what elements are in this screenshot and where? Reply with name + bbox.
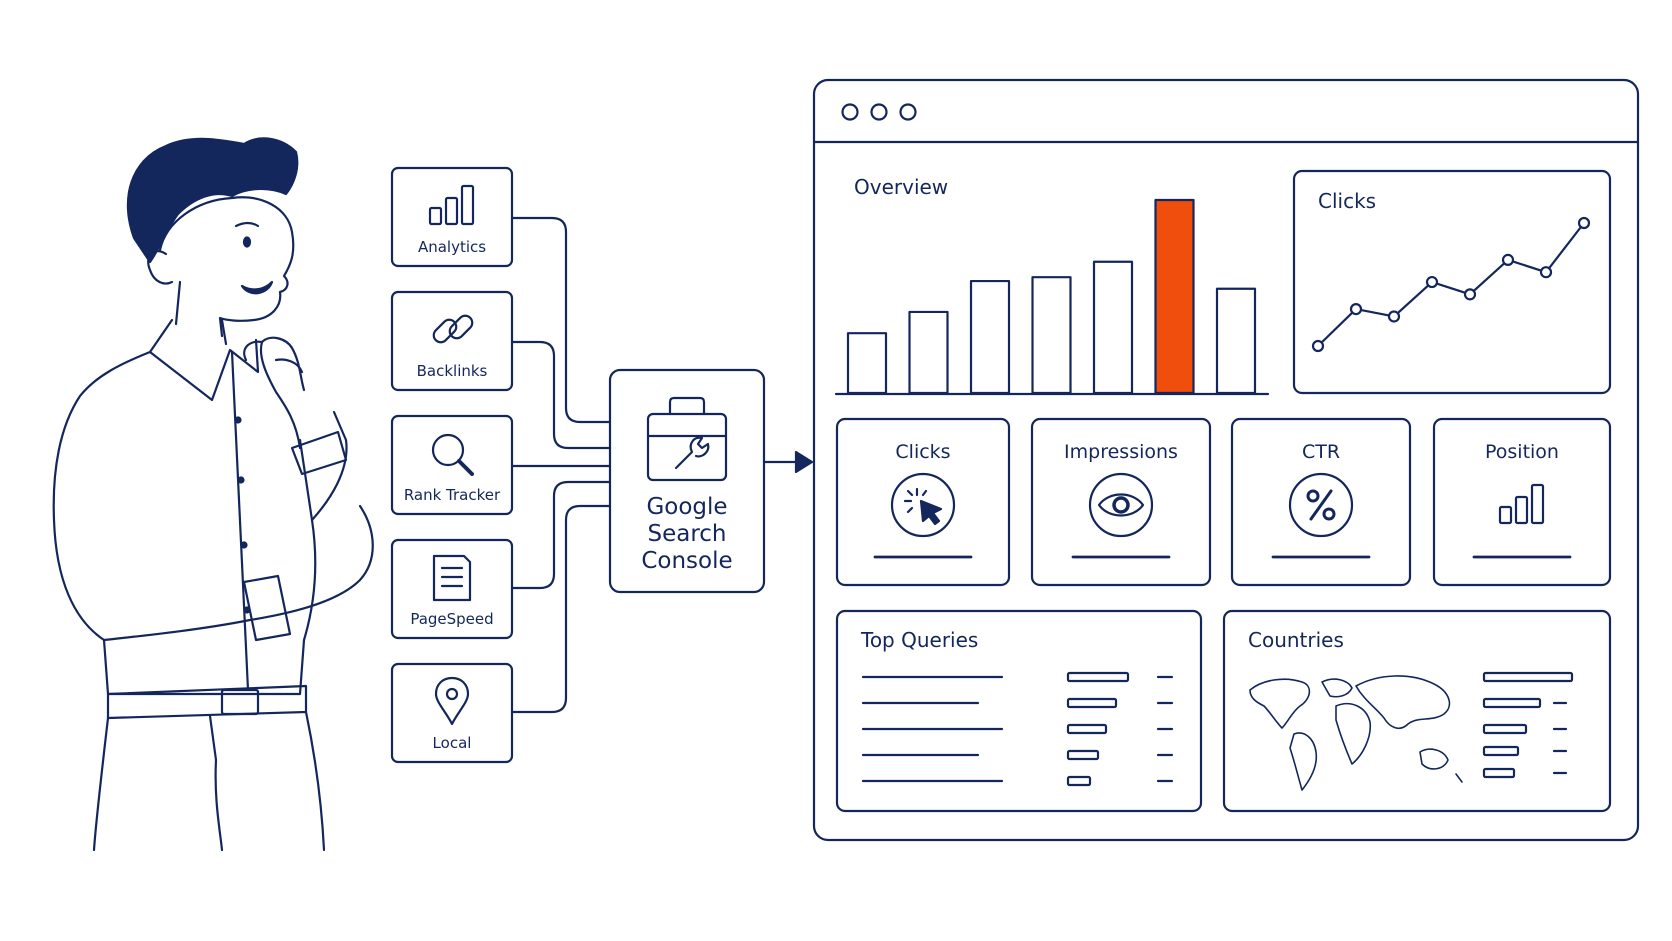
metric-cards: Clicks Impressions CTR Position: [835, 417, 1612, 587]
map-pin-icon: [434, 676, 470, 726]
overview-bar[interactable]: [1031, 276, 1072, 395]
gsc-title-line-1: Google: [646, 494, 727, 520]
metric-label: Impressions: [1064, 441, 1178, 463]
clicks-line-point[interactable]: [1463, 288, 1477, 301]
clicks-line-point[interactable]: [1349, 303, 1363, 316]
person-shirt: [52, 350, 317, 696]
clicks-line-point[interactable]: [1577, 216, 1591, 230]
metric-card-clicks[interactable]: Clicks: [835, 417, 1011, 587]
clicks-chart-title: Clicks: [1318, 189, 1376, 213]
clicks-line-chart: [1311, 216, 1591, 353]
clicks-line-point[interactable]: [1311, 339, 1325, 353]
overview-bar[interactable]: [1092, 260, 1134, 395]
overview-bar-chart: [846, 198, 1257, 395]
overview-bar[interactable]: [846, 332, 888, 395]
person-crossed-arm: [102, 504, 374, 642]
metric-card-impressions[interactable]: Impressions: [1030, 417, 1212, 587]
tool-label: PageSpeed: [410, 610, 493, 628]
bar-chart-icon: [1498, 483, 1545, 525]
person-forearm: [298, 438, 314, 522]
tool-card-analytics[interactable]: Analytics: [390, 166, 514, 268]
tool-label: Rank Tracker: [404, 486, 501, 504]
metric-label: CTR: [1302, 441, 1340, 463]
overview-bar[interactable]: [1215, 287, 1257, 395]
gsc-hub-box: [608, 368, 766, 594]
person-raised-arm: [310, 410, 348, 522]
person-hand: [259, 336, 306, 450]
connector-lines: [510, 216, 612, 714]
person-eye: [242, 236, 252, 248]
bar-chart-icon: [428, 184, 475, 226]
person-fingers: [243, 340, 304, 374]
clicks-line-point[interactable]: [1425, 275, 1439, 289]
window-frame: [812, 78, 1640, 842]
metric-card-position[interactable]: Position: [1432, 417, 1612, 587]
person-ear: [147, 250, 174, 285]
arrow-to-dashboard: [762, 450, 814, 474]
overview-bar-highlighted[interactable]: [1154, 198, 1195, 395]
metric-label: Position: [1485, 441, 1559, 463]
gsc-hub: Google Search Console: [608, 368, 766, 594]
person-neck: [174, 280, 228, 346]
clicks-chart-card: [1292, 169, 1612, 395]
overview-bar[interactable]: [969, 279, 1011, 395]
person-face: [158, 196, 295, 338]
tool-card-local[interactable]: Local: [390, 662, 514, 764]
countries-rows: [1482, 671, 1574, 779]
top-queries-card: [835, 609, 1203, 813]
metric-label: Clicks: [895, 441, 950, 463]
person-cuff: [242, 574, 292, 642]
magnifier-icon: [431, 433, 474, 476]
tool-label: Backlinks: [417, 362, 488, 380]
person-placket: [230, 350, 250, 692]
metric-card-ctr[interactable]: CTR: [1230, 417, 1412, 587]
eye-icon: [1088, 472, 1154, 538]
person-sleeve-cuff: [290, 430, 348, 476]
percent-icon: [1288, 472, 1354, 538]
overview-title: Overview: [854, 175, 948, 199]
person-illustration: [52, 137, 374, 852]
world-map-icon: [1249, 675, 1463, 791]
person-belt-buckle: [220, 688, 260, 716]
countries-card: [1222, 609, 1612, 813]
person-trousers: [92, 710, 326, 852]
top-queries-title: Top Queries: [860, 628, 978, 652]
person-brow: [234, 221, 260, 228]
clicks-line-path: [1316, 221, 1586, 348]
gsc-title-line-2: Search: [647, 521, 726, 547]
gsc-title-line-3: Console: [641, 548, 732, 574]
person-hair: [126, 137, 299, 264]
chain-link-icon: [432, 314, 474, 344]
window-dot-3[interactable]: [899, 103, 917, 121]
person-belt: [106, 684, 308, 720]
tool-card-pagespeed[interactable]: PageSpeed: [390, 538, 514, 640]
window-dot-1[interactable]: [841, 103, 859, 121]
toolbox-wrench-icon: [646, 396, 728, 482]
tool-label: Local: [433, 734, 472, 752]
clicks-line-point[interactable]: [1539, 266, 1553, 279]
overview-bar[interactable]: [908, 310, 949, 395]
document-icon: [432, 554, 472, 602]
clicks-line-point[interactable]: [1501, 253, 1515, 266]
tool-label: Analytics: [418, 238, 486, 256]
person-smile: [240, 280, 274, 295]
clicks-line-point[interactable]: [1387, 310, 1401, 323]
tool-card-backlinks[interactable]: Backlinks: [390, 290, 514, 392]
person-collar: [148, 318, 260, 402]
countries-title: Countries: [1248, 628, 1344, 652]
window-dot-2[interactable]: [870, 103, 888, 121]
cursor-click-icon: [890, 472, 956, 538]
tool-card-rank-tracker[interactable]: Rank Tracker: [390, 414, 514, 516]
top-queries-rows: [861, 671, 1174, 787]
